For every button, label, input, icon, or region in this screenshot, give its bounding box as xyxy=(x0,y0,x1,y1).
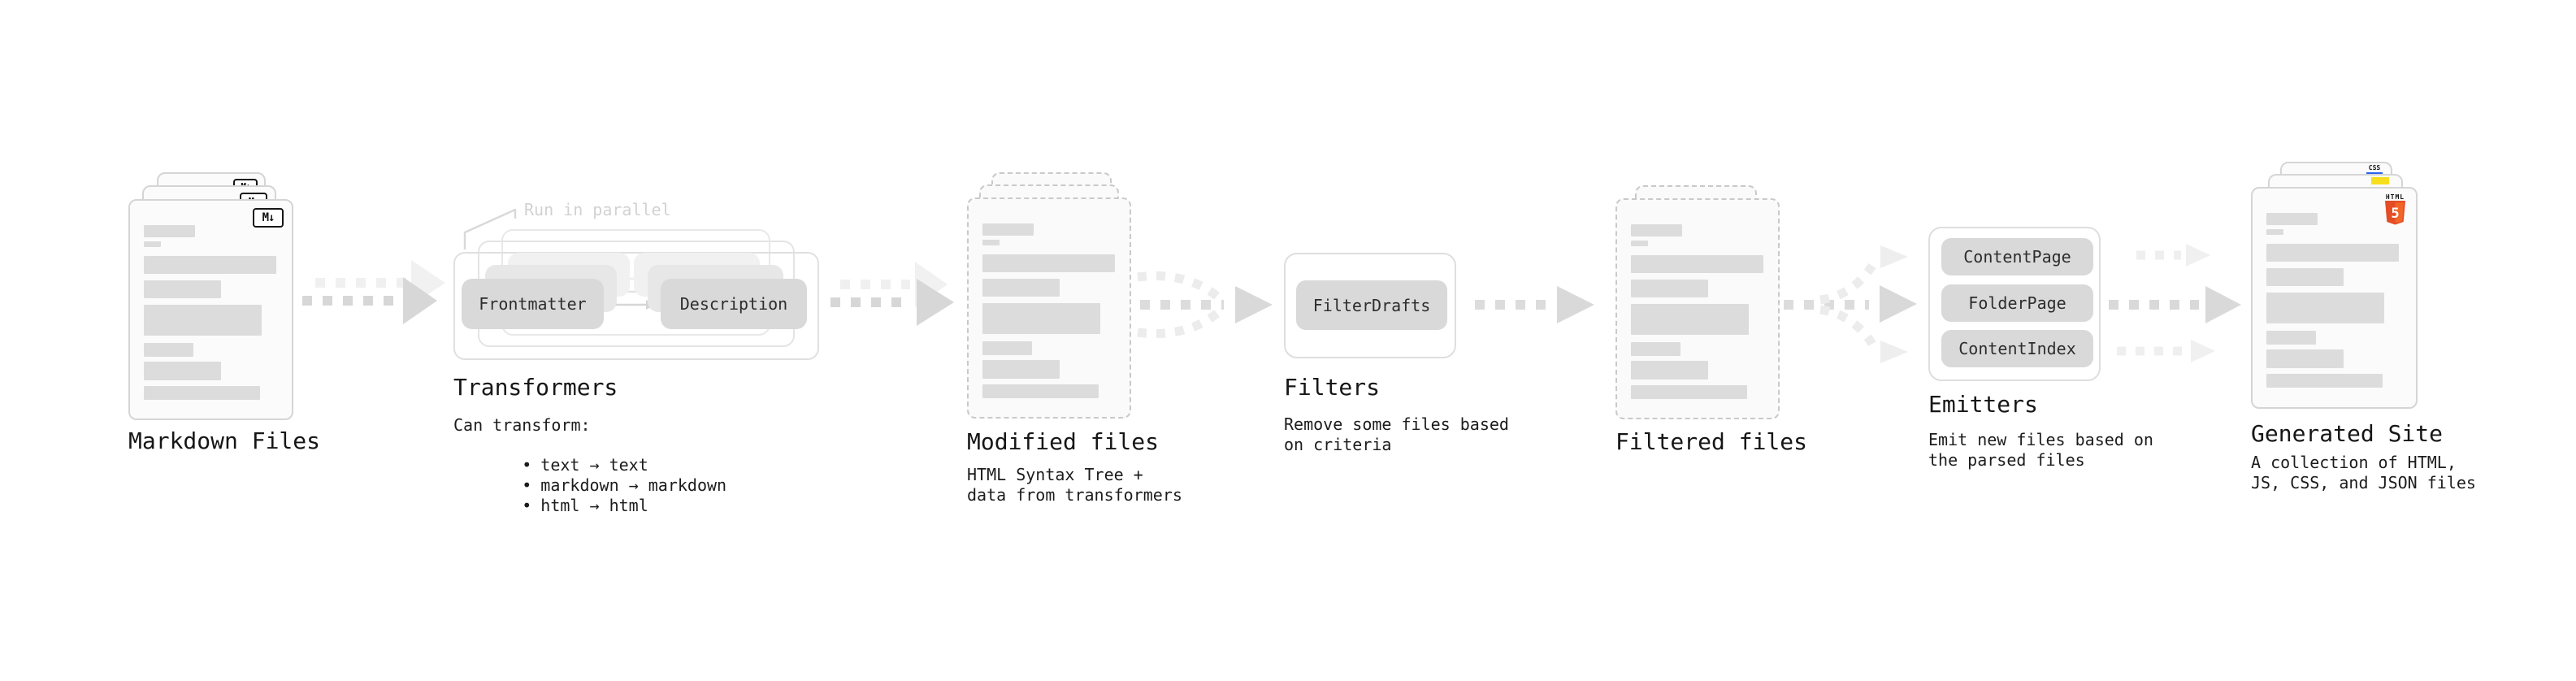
text-line-bar xyxy=(982,279,1060,297)
stage-title-generated-site: Generated Site xyxy=(2251,420,2444,447)
bullet-dot: • xyxy=(522,496,532,515)
arrow-transformers-to-modified xyxy=(830,262,954,326)
contentpage-pill: ContentPage xyxy=(1941,238,2093,275)
text-line-bar xyxy=(2266,331,2316,345)
text-line-bar xyxy=(1631,361,1708,380)
file-content-lines xyxy=(2266,189,2405,407)
text-line-bar xyxy=(2266,213,2318,225)
text-line-bar xyxy=(982,240,1000,245)
file-content-lines xyxy=(1631,200,1767,418)
html5-label: HTML xyxy=(2385,193,2405,201)
text-line-bar xyxy=(982,254,1115,272)
text-line-bar xyxy=(144,256,276,274)
css-label: CSS xyxy=(2368,164,2381,171)
bullet-text: text → text xyxy=(540,455,648,475)
text-line-bar xyxy=(144,241,161,247)
text-line-bar xyxy=(1631,241,1648,246)
html5-icon: HTML 5 xyxy=(2384,193,2406,225)
emitters-desc-line2: the parsed files xyxy=(1928,450,2085,470)
text-line-bar xyxy=(2266,244,2399,262)
stage-title-modified-files: Modified files xyxy=(967,428,1160,455)
arrow-filtered-to-emitters-fanout xyxy=(1784,245,1917,363)
text-line-bar xyxy=(144,280,221,298)
text-line-bar xyxy=(982,360,1060,379)
file-content-lines xyxy=(982,199,1118,417)
text-line-bar xyxy=(1631,385,1747,399)
frontmatter-pill: Frontmatter xyxy=(462,279,604,329)
text-line-bar xyxy=(982,341,1032,355)
arrows-emitters-to-generated xyxy=(2109,244,2241,362)
generated-site-desc-line2: JS, CSS, and JSON files xyxy=(2251,473,2476,492)
bullet-text: html → html xyxy=(540,496,648,515)
text-line-bar xyxy=(2266,293,2384,323)
emitters-panel: ContentPage FolderPage ContentIndex xyxy=(1928,227,2101,381)
text-line-bar xyxy=(2266,374,2383,388)
text-line-bar xyxy=(1631,342,1680,356)
markdown-file-card: M↓ xyxy=(128,199,293,420)
filters-desc-line2: on criteria xyxy=(1284,435,1392,454)
text-line-bar xyxy=(1631,304,1749,335)
js-file-icon xyxy=(2371,177,2389,184)
contentindex-pill: ContentIndex xyxy=(1941,330,2093,367)
stage-title-filters: Filters xyxy=(1284,374,1381,401)
text-line-bar xyxy=(1631,255,1763,273)
generated-site-desc-line1: A collection of HTML, xyxy=(2251,453,2457,472)
filters-panel: FilterDrafts xyxy=(1284,253,1456,358)
text-line-bar xyxy=(144,305,262,336)
run-in-parallel-annotation: Run in parallel xyxy=(524,200,671,219)
text-line-bar xyxy=(982,223,1034,236)
transformers-desc-intro: Can transform: xyxy=(453,415,591,435)
html5-number: 5 xyxy=(2391,206,2399,222)
markdown-icon: M↓ xyxy=(253,208,284,228)
bullet-dot: • xyxy=(522,475,532,495)
bullet-dot: • xyxy=(522,455,532,475)
text-line-bar xyxy=(2266,229,2283,235)
emitters-desc-line1: Emit new files based on xyxy=(1928,430,2153,449)
text-line-bar xyxy=(144,362,221,380)
text-line-bar xyxy=(144,343,193,357)
text-line-bar xyxy=(144,386,260,400)
text-line-bar xyxy=(982,384,1099,398)
transformers-bullet-1: • text → text xyxy=(463,436,648,494)
html5-shield: 5 xyxy=(2385,201,2405,225)
modified-files-desc-line2: data from transformers xyxy=(967,485,1182,505)
transformers-bullet-2: • markdown → markdown xyxy=(463,456,726,514)
arrow-markdown-to-transformers xyxy=(302,260,445,324)
modified-files-desc-line1: HTML Syntax Tree + xyxy=(967,465,1143,484)
arrow-filters-to-filtered xyxy=(1475,286,1594,323)
description-pill: Description xyxy=(661,279,807,329)
file-content-lines xyxy=(144,201,280,419)
text-line-bar xyxy=(1631,224,1682,236)
generated-file-card-html: HTML 5 xyxy=(2251,187,2418,409)
arrow-modified-to-filters-merge xyxy=(1137,271,1273,338)
stage-title-filtered-files: Filtered files xyxy=(1615,428,1808,455)
stage-title-markdown-files: Markdown Files xyxy=(128,427,321,454)
text-line-bar xyxy=(2266,349,2344,368)
text-line-bar xyxy=(144,225,195,237)
filterdrafts-pill: FilterDrafts xyxy=(1296,280,1447,330)
stage-title-transformers: Transformers xyxy=(453,374,618,401)
folderpage-pill: FolderPage xyxy=(1941,284,2093,322)
stage-title-emitters: Emitters xyxy=(1928,391,2038,418)
text-line-bar xyxy=(1631,280,1708,297)
transformers-bullet-3: • html → html xyxy=(463,476,648,535)
transformer-layer-box xyxy=(453,252,819,360)
filters-desc-line1: Remove some files based xyxy=(1284,414,1509,434)
filtered-file-card xyxy=(1615,198,1780,419)
modified-file-card xyxy=(967,197,1131,419)
text-line-bar xyxy=(2266,268,2344,286)
text-line-bar xyxy=(982,303,1100,334)
bullet-text: markdown → markdown xyxy=(540,475,727,495)
